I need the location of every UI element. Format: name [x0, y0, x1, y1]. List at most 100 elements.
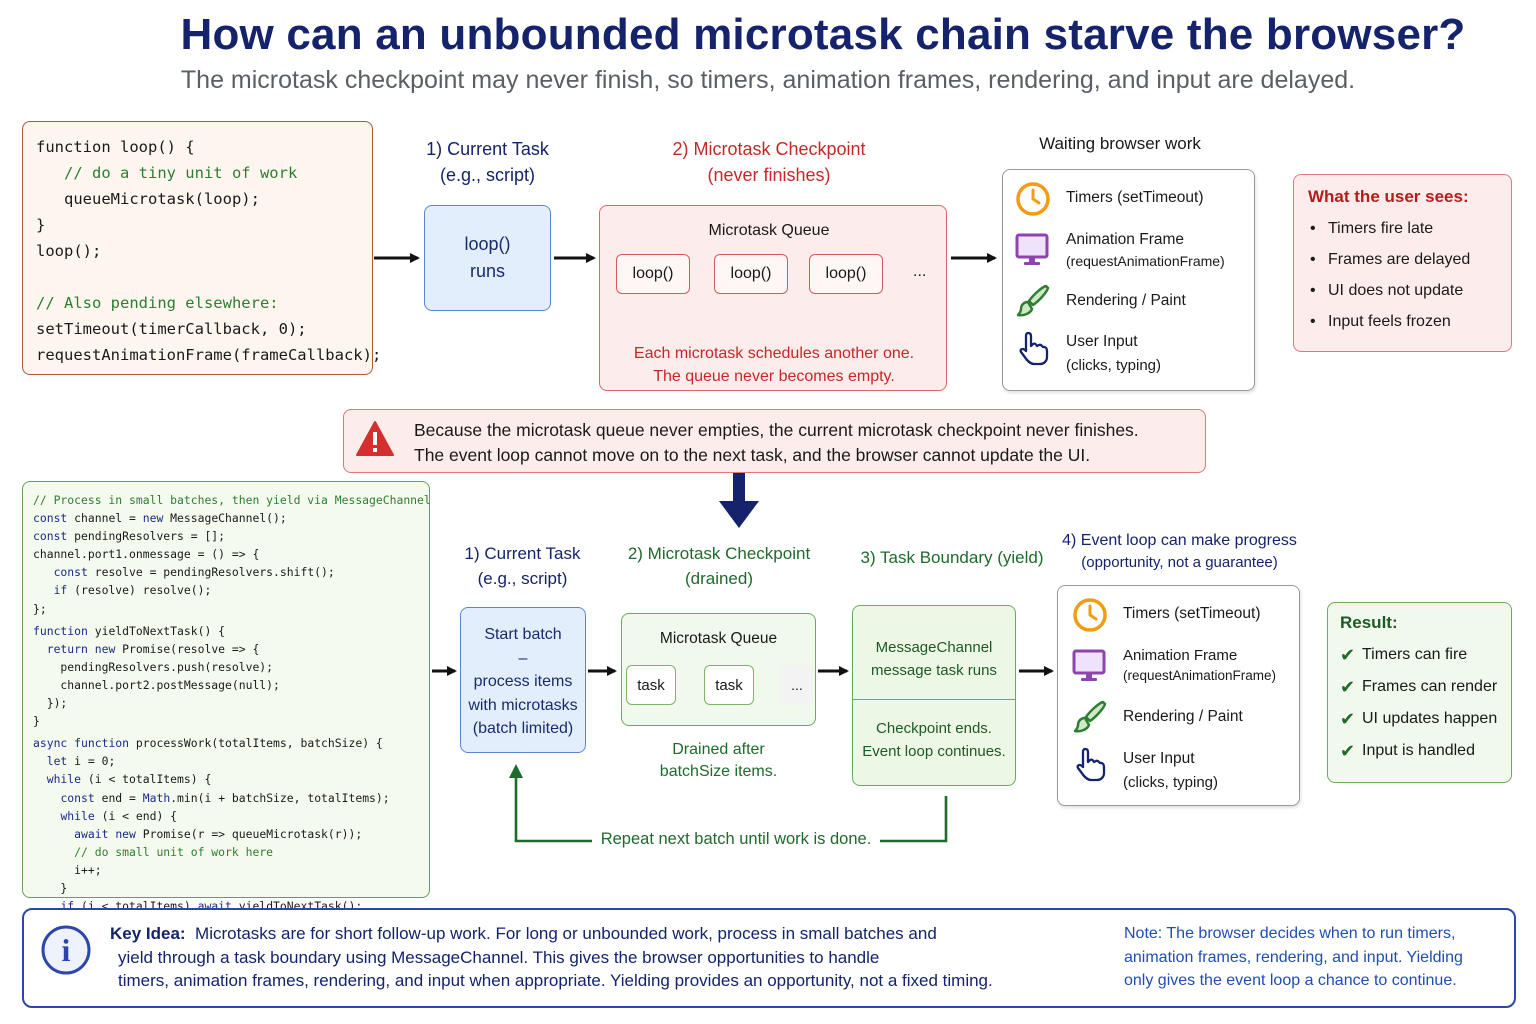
- progress-heading-line2: (opportunity, not a guarantee): [1081, 554, 1278, 571]
- key-idea-text: Key Idea: Microtasks are for short follo…: [110, 922, 1070, 993]
- top-task-heading-line2: (e.g., script): [439, 165, 536, 185]
- code-line: const end = Math.min(i + batchSize, tota…: [60, 790, 390, 805]
- check-icon: ✔: [1340, 741, 1356, 761]
- code-line: setTimeout(timerCallback, 0);: [36, 320, 307, 338]
- warning-line1: Because the microtask queue never emptie…: [414, 420, 1139, 440]
- top-task-heading: 1) Current Task (e.g., script): [410, 136, 565, 188]
- waiting-heading: Waiting browser work: [1039, 134, 1201, 153]
- progress-item-sub: (requestAnimationFrame): [1123, 668, 1277, 683]
- repeat-note: Repeat next batch until work is done.: [596, 830, 876, 849]
- top-queue-item: loop(): [809, 254, 883, 294]
- warning-banner: [343, 409, 1206, 473]
- batch-box-line: process items: [473, 673, 573, 690]
- task-boundary-box: [852, 605, 1016, 786]
- result-item: ✔Input is handled: [1340, 735, 1511, 767]
- svg-text:i: i: [62, 932, 71, 968]
- code-line: // Process in small batches, then yield …: [33, 493, 431, 507]
- note-text: Note: The browser decides when to run ti…: [1124, 922, 1504, 993]
- code-line: await new Promise(r => queueMicrotask(r)…: [74, 826, 363, 841]
- code-line: channel.port2.postMessage(null);: [33, 677, 280, 692]
- code-line: // do a tiny unit of work: [36, 164, 298, 182]
- bottom-checkpoint-heading-line1: 2) Microtask Checkpoint: [627, 544, 811, 563]
- bottom-task-heading-line1: 1) Current Task: [464, 544, 581, 563]
- key-idea-line3: timers, animation frames, rendering, and…: [118, 971, 993, 990]
- clock-icon: [1016, 182, 1050, 216]
- key-idea-label: Key Idea:: [110, 924, 186, 943]
- code-line: // Also pending elsewhere:: [36, 294, 279, 312]
- code-line: queueMicrotask(loop);: [36, 190, 260, 208]
- code-line: pendingResolvers.push(resolve);: [33, 659, 274, 674]
- note-line1: Note: The browser decides when to run ti…: [1124, 925, 1456, 942]
- user-sees-item: Timers fire late: [1308, 213, 1511, 244]
- bottom-queue-item: task: [704, 665, 754, 705]
- key-idea-line1: Microtasks are for short follow-up work.…: [195, 924, 937, 943]
- top-task-heading-line1: 1) Current Task: [426, 139, 549, 159]
- top-queue-item: loop(): [714, 254, 788, 294]
- batch-box-line: with microtasks: [468, 696, 578, 714]
- bottom-task-heading-line2: (e.g., script): [477, 569, 568, 588]
- boundary-top-line2: message task runs: [871, 662, 997, 679]
- boundary-bottom-line2: Event loop continues.: [862, 743, 1006, 760]
- down-arrow: [719, 473, 759, 528]
- code-line: }: [36, 216, 46, 234]
- result-item-label: UI updates happen: [1362, 710, 1498, 727]
- progress-item-sub: (clicks, typing): [1123, 774, 1219, 791]
- key-idea-box: [22, 908, 1516, 1008]
- code-line: });: [33, 696, 68, 711]
- user-sees-item: Frames are delayed: [1308, 244, 1511, 275]
- drained-note-line1: Drained after: [672, 741, 765, 758]
- code-line: const channel = new MessageChannel();: [33, 511, 287, 526]
- monitor-icon: [1015, 233, 1049, 265]
- bottom-queue-more: ...: [780, 665, 814, 705]
- user-sees-box: What the user sees: Timers fire late Fra…: [1293, 174, 1512, 352]
- code-line: if (resolve) resolve();: [53, 583, 212, 598]
- code-line: async function processWork(totalItems, b…: [33, 736, 383, 751]
- waiting-item-label: Timers (setTimeout): [1066, 189, 1204, 206]
- batch-box-line: –: [518, 649, 528, 667]
- repeat-arrow: [880, 796, 948, 843]
- code-line: const resolve = pendingResolvers.shift()…: [53, 565, 335, 580]
- warning-line2: The event loop cannot move on to the nex…: [414, 445, 1091, 465]
- progress-item-label: User Input: [1123, 750, 1195, 767]
- batch-box-line: Start batch: [484, 626, 562, 643]
- result-title: Result:: [1340, 613, 1398, 632]
- top-task-box: loop() runs: [424, 205, 551, 311]
- top-task-box-line1: loop(): [464, 234, 511, 254]
- code-line: }: [33, 880, 68, 895]
- boundary-top-line1: MessageChannel: [875, 639, 993, 656]
- top-queue-title: Microtask Queue: [708, 222, 830, 239]
- code-line: channel.port1.onmessage = () => {: [33, 547, 260, 562]
- bottom-checkpoint-heading-line2: (drained): [684, 569, 754, 588]
- code-line: [36, 264, 372, 290]
- clock-icon: [1073, 598, 1107, 632]
- bottom-queue-title: Microtask Queue: [659, 630, 778, 647]
- result-item: ✔ UI updates happen: [1340, 703, 1511, 735]
- progress-item-label: Animation Frame: [1123, 647, 1238, 664]
- result-item-label: Timers can fire: [1362, 646, 1468, 663]
- code-line: // do small unit of work here: [33, 844, 274, 859]
- user-sees-item: UI does not update: [1308, 275, 1511, 306]
- top-queue-item: loop(): [616, 254, 690, 294]
- code-line: requestAnimationFrame(frameCallback);: [36, 346, 382, 364]
- repeat-arrow-left: [509, 764, 592, 843]
- bottom-task-heading: 1) Current Task (e.g., script): [450, 541, 595, 591]
- result-item: ✔Timers can fire: [1340, 639, 1511, 671]
- check-icon: ✔: [1340, 709, 1356, 729]
- waiting-item-label: Animation Frame: [1066, 231, 1185, 248]
- code-line: let i = 0;: [46, 754, 116, 769]
- warning-icon: [356, 421, 394, 456]
- paintbrush-icon: [1016, 284, 1050, 317]
- user-sees-item: Input feels frozen: [1308, 306, 1511, 337]
- paintbrush-icon: [1073, 700, 1107, 733]
- boundary-bottom-text: Checkpoint ends. Event loop continues.: [852, 717, 1016, 763]
- progress-heading-line1: 4) Event loop can make progress: [1062, 532, 1297, 549]
- code-line: };: [33, 601, 47, 616]
- code-line: const pendingResolvers = [];: [33, 529, 226, 544]
- code-line: loop();: [36, 242, 102, 260]
- drained-note-line2: batchSize items.: [659, 763, 778, 780]
- bottom-checkpoint-heading: 2) Microtask Checkpoint (drained): [612, 541, 826, 591]
- batch-box-line: (batch limited): [472, 720, 574, 737]
- top-queue-note-line2: The queue never becomes empty.: [653, 368, 895, 385]
- code-line: function loop() {: [36, 138, 195, 156]
- warning-text: Because the microtask queue never emptie…: [414, 418, 1204, 468]
